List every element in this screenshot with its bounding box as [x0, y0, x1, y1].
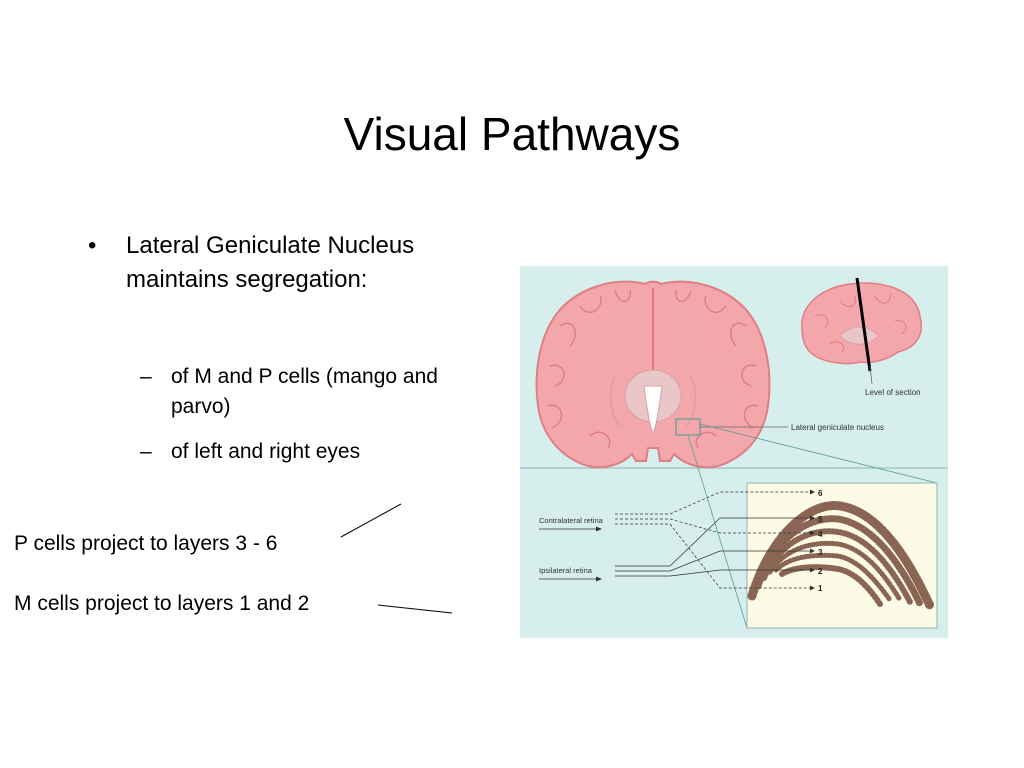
ipsilateral-arrowhead — [596, 576, 602, 582]
sub-bullet-m-p-cells: – of M and P cells (mango and parvo) — [140, 362, 470, 422]
p-cells-pointer-line — [340, 503, 402, 538]
bullet-text: Lateral Geniculate Nucleus maintains seg… — [126, 232, 415, 293]
ipsilateral-retina-label: Ipsilateral retina — [539, 566, 593, 575]
sub-bullet-marker: – — [140, 440, 152, 463]
sub-bullet-text: of left and right eyes — [171, 440, 361, 463]
lgn-layer-band — [754, 515, 924, 608]
ipsilateral-pathways — [615, 517, 810, 577]
lgn-figure: Level of section Lateral geniculate nucl… — [520, 266, 948, 638]
p-cells-callout: P cells project to layers 3 - 6 — [14, 532, 278, 555]
lgn-layer-band — [767, 540, 903, 603]
sub-bullet-eyes: – of left and right eyes — [140, 437, 470, 467]
sub-bullet-text: of M and P cells (mango and parvo) — [171, 365, 438, 418]
sagittal-brain-inset: Level of section — [801, 277, 922, 397]
layer-label-4: 4 — [818, 530, 823, 539]
lgn-layers — [747, 501, 935, 611]
level-of-section-leader — [869, 365, 873, 385]
level-of-section-label: Level of section — [865, 388, 921, 397]
layer-label-2: 2 — [818, 567, 823, 576]
main-bullet: • Lateral Geniculate Nucleus maintains s… — [88, 229, 478, 297]
lgn-label: Lateral geniculate nucleus — [791, 423, 884, 432]
slide-title: Visual Pathways — [343, 108, 681, 160]
m-cells-callout: M cells project to layers 1 and 2 — [14, 592, 310, 615]
layer-label-6: 6 — [818, 489, 823, 498]
layer-label-3: 3 — [818, 548, 823, 557]
contralateral-arrowhead — [596, 526, 602, 532]
lgn-layer-band — [773, 552, 893, 603]
contralateral-retina-label: Contralateral retina — [539, 516, 604, 525]
layer-label-1: 1 — [818, 584, 823, 593]
zoom-line-left — [687, 434, 748, 629]
m-cells-pointer-line — [377, 604, 453, 614]
coronal-brain-section — [535, 280, 771, 469]
contralateral-pathways — [615, 491, 810, 589]
lgn-layer-band — [779, 564, 883, 607]
sub-bullet-marker: – — [140, 365, 152, 388]
layer-label-5: 5 — [818, 515, 823, 524]
layer-number-labels: 6 5 4 3 2 1 — [818, 489, 823, 593]
bullet-marker: • — [88, 232, 97, 259]
section-level-line — [855, 277, 872, 372]
pathway-arrowheads — [810, 489, 815, 591]
zoom-line-right — [699, 423, 938, 484]
